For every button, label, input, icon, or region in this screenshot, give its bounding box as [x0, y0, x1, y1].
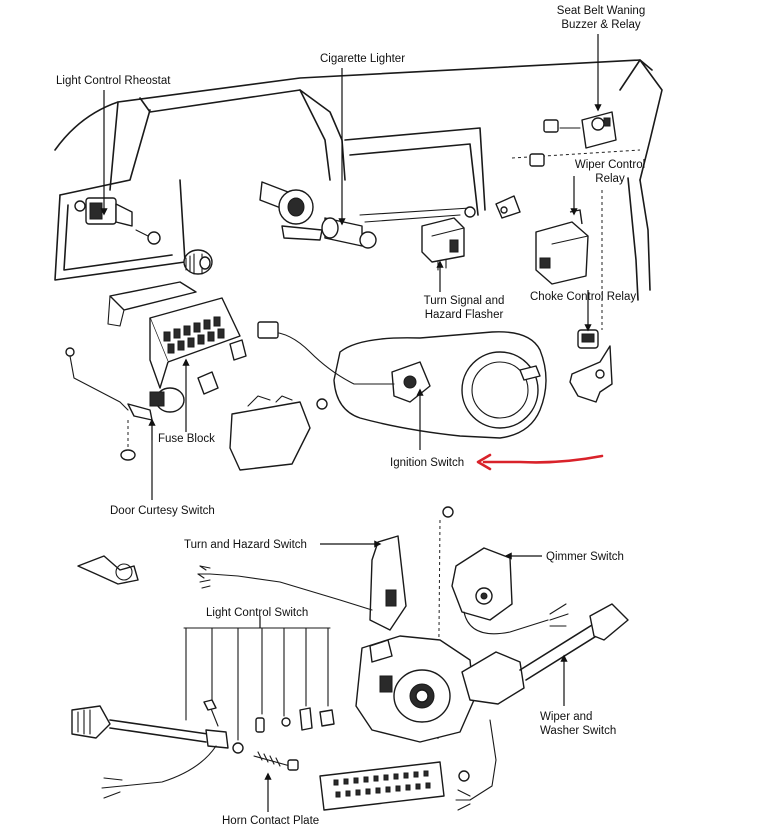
- turn-hazard-switch-label: Turn and Hazard Switch: [184, 539, 307, 551]
- seat-belt-buzzer-label: Seat Belt Waning Buzzer & Relay: [556, 5, 646, 31]
- wire-clip-part: [77, 555, 139, 585]
- turn-signal-flasher-label: Turn Signal and Hazard Flasher: [423, 295, 505, 321]
- red-annotation-arrow: [482, 454, 604, 464]
- light-control-switch-part: [71, 627, 335, 799]
- combination-switch-body-part: [355, 635, 525, 743]
- cigarette-lighter-label: Cigarette Lighter: [320, 53, 406, 65]
- dashboard-outline: [54, 59, 663, 301]
- wiper-control-relay-label: Wiper Control Relay: [574, 159, 646, 185]
- wiper-washer-switch-part: [455, 603, 629, 811]
- fuse-block-part: [149, 297, 247, 395]
- wiper-washer-switch-label: Wiper and Washer Switch: [540, 711, 617, 737]
- fuse-block-cover: [107, 281, 197, 327]
- seat-belt-buzzer-part: [511, 111, 641, 159]
- light-control-rheostat-part: [74, 197, 161, 245]
- choke-control-relay-part: [569, 329, 613, 403]
- wiper-control-relay-part: [529, 153, 603, 330]
- dimmer-switch-part: [437, 506, 569, 741]
- ignition-switch-label: Ignition Switch: [390, 457, 465, 469]
- door-curtesy-switch-label: Door Curtesy Switch: [110, 505, 215, 517]
- cigarette-lighter-part: [259, 181, 377, 249]
- turn-hazard-switch-part: [197, 535, 407, 631]
- column-lower-cover-part: [229, 395, 328, 471]
- leader-lines: [100, 34, 602, 812]
- light-control-rheostat-label: Light Control Rheostat: [56, 75, 171, 87]
- light-control-switch-label: Light Control Switch: [206, 607, 309, 619]
- dashboard-knob-part: [183, 249, 213, 275]
- dimmer-switch-label: Qimmer Switch: [546, 551, 624, 563]
- fuse-block-label: Fuse Block: [158, 433, 215, 445]
- steering-column-cover-part: [257, 321, 547, 439]
- door-curtesy-switch-part: [65, 347, 185, 461]
- turn-signal-flasher-part: [421, 195, 521, 271]
- red-arrowhead-icon: [476, 453, 492, 471]
- horn-contact-plate-part: [253, 751, 470, 811]
- horn-contact-plate-label: Horn Contact Plate: [222, 815, 320, 827]
- choke-control-relay-label: Choke Control Relay: [530, 291, 637, 303]
